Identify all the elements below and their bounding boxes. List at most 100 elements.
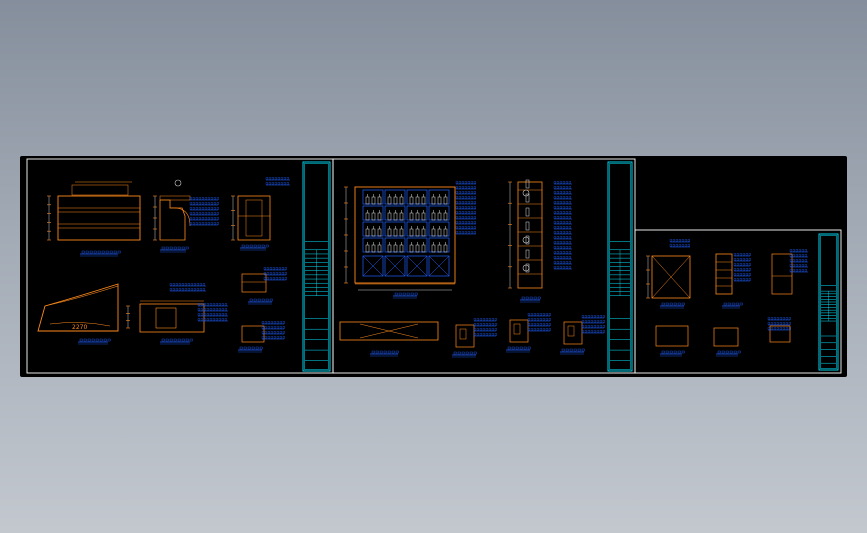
note-glyph — [602, 315, 605, 318]
note-glyph — [565, 236, 568, 239]
plan-dim — [126, 305, 130, 329]
note-glyph — [553, 216, 556, 219]
note-glyph — [270, 321, 273, 324]
note-glyph — [190, 283, 193, 286]
caption-wine-side — [722, 302, 743, 309]
note-glyph — [470, 201, 473, 204]
caption-glyph — [107, 338, 111, 342]
note-glyph — [464, 211, 467, 214]
note-glyph — [553, 266, 556, 269]
note-glyph — [479, 323, 482, 326]
note-glyph — [195, 197, 198, 200]
note-glyph — [568, 201, 571, 204]
note-glyph — [565, 196, 568, 199]
caption-bottom-1 — [660, 350, 685, 357]
caption-glyph — [395, 350, 399, 354]
note-glyph — [733, 253, 736, 256]
note-glyph — [596, 315, 599, 318]
note-glyph — [565, 251, 568, 254]
note-glyph — [455, 186, 458, 189]
note-glyph — [467, 211, 470, 214]
caption-glyph — [79, 338, 83, 342]
caption-glyph — [525, 296, 529, 300]
cabinet-panel — [406, 255, 428, 277]
note-glyph — [801, 264, 804, 267]
note-glyph — [282, 331, 285, 334]
arc-dimension-label: 2270 — [72, 324, 87, 331]
note-glyph — [536, 313, 539, 316]
note-glyph — [455, 231, 458, 234]
note-glyph — [565, 261, 568, 264]
note-glyph — [458, 181, 461, 184]
panel-diagonal — [406, 255, 428, 277]
caption-glyph — [89, 250, 93, 254]
bottle — [437, 212, 442, 221]
note-glyph — [455, 206, 458, 209]
detail-notes — [527, 313, 551, 332]
note-glyph — [599, 325, 602, 328]
note-glyph — [556, 211, 559, 214]
note-glyph — [545, 313, 548, 316]
note-glyph — [491, 323, 494, 326]
caption-glyph — [383, 350, 387, 354]
note-glyph — [204, 202, 207, 205]
note-glyph — [461, 221, 464, 224]
note-glyph — [798, 249, 801, 252]
note-glyph — [204, 207, 207, 210]
note-glyph — [189, 202, 192, 205]
title-block-frame — [607, 161, 633, 372]
note-glyph — [482, 328, 485, 331]
note-glyph — [215, 318, 218, 321]
note-glyph — [476, 318, 479, 321]
note-glyph — [798, 259, 801, 262]
note-glyph — [553, 186, 556, 189]
note-glyph — [275, 277, 278, 280]
note-glyph — [678, 244, 681, 247]
bottle — [443, 244, 448, 253]
note-glyph — [801, 269, 804, 272]
note-glyph — [748, 268, 751, 271]
note-glyph — [533, 328, 536, 331]
note-glyph — [553, 246, 556, 249]
note-glyph — [556, 196, 559, 199]
caption-glyph — [681, 302, 685, 306]
cad-drawing-viewport[interactable]: 2270 — [20, 156, 847, 377]
section-c-inner — [155, 307, 177, 329]
note-glyph — [593, 315, 596, 318]
note-glyph — [210, 202, 213, 205]
caption-glyph — [727, 302, 731, 306]
note-glyph — [553, 236, 556, 239]
note-glyph — [455, 181, 458, 184]
note-glyph — [482, 318, 485, 321]
caption-glyph — [97, 250, 101, 254]
note-glyph — [687, 244, 690, 247]
note-glyph — [207, 217, 210, 220]
note-glyph — [193, 283, 196, 286]
caption-glyph — [95, 338, 99, 342]
bottle — [409, 228, 414, 237]
note-glyph — [204, 222, 207, 225]
detail-d — [241, 273, 267, 293]
caption-glyph — [669, 350, 673, 354]
note-glyph — [527, 313, 530, 316]
note-glyph — [473, 231, 476, 234]
note-glyph — [461, 211, 464, 214]
note-glyph — [789, 264, 792, 267]
caption-glyph — [85, 250, 89, 254]
note-glyph — [187, 283, 190, 286]
caption-glyph — [177, 246, 181, 250]
note-glyph — [473, 191, 476, 194]
note-glyph — [461, 191, 464, 194]
bottle — [415, 212, 420, 221]
note-glyph — [204, 197, 207, 200]
note-glyph — [767, 322, 770, 325]
note-glyph — [281, 277, 284, 280]
note-glyph — [590, 330, 593, 333]
note-glyph — [788, 327, 791, 330]
note-glyph — [195, 202, 198, 205]
note-glyph — [556, 221, 559, 224]
bottle — [393, 244, 398, 253]
note-glyph — [221, 303, 224, 306]
note-glyph — [568, 236, 571, 239]
note-glyph — [795, 259, 798, 262]
